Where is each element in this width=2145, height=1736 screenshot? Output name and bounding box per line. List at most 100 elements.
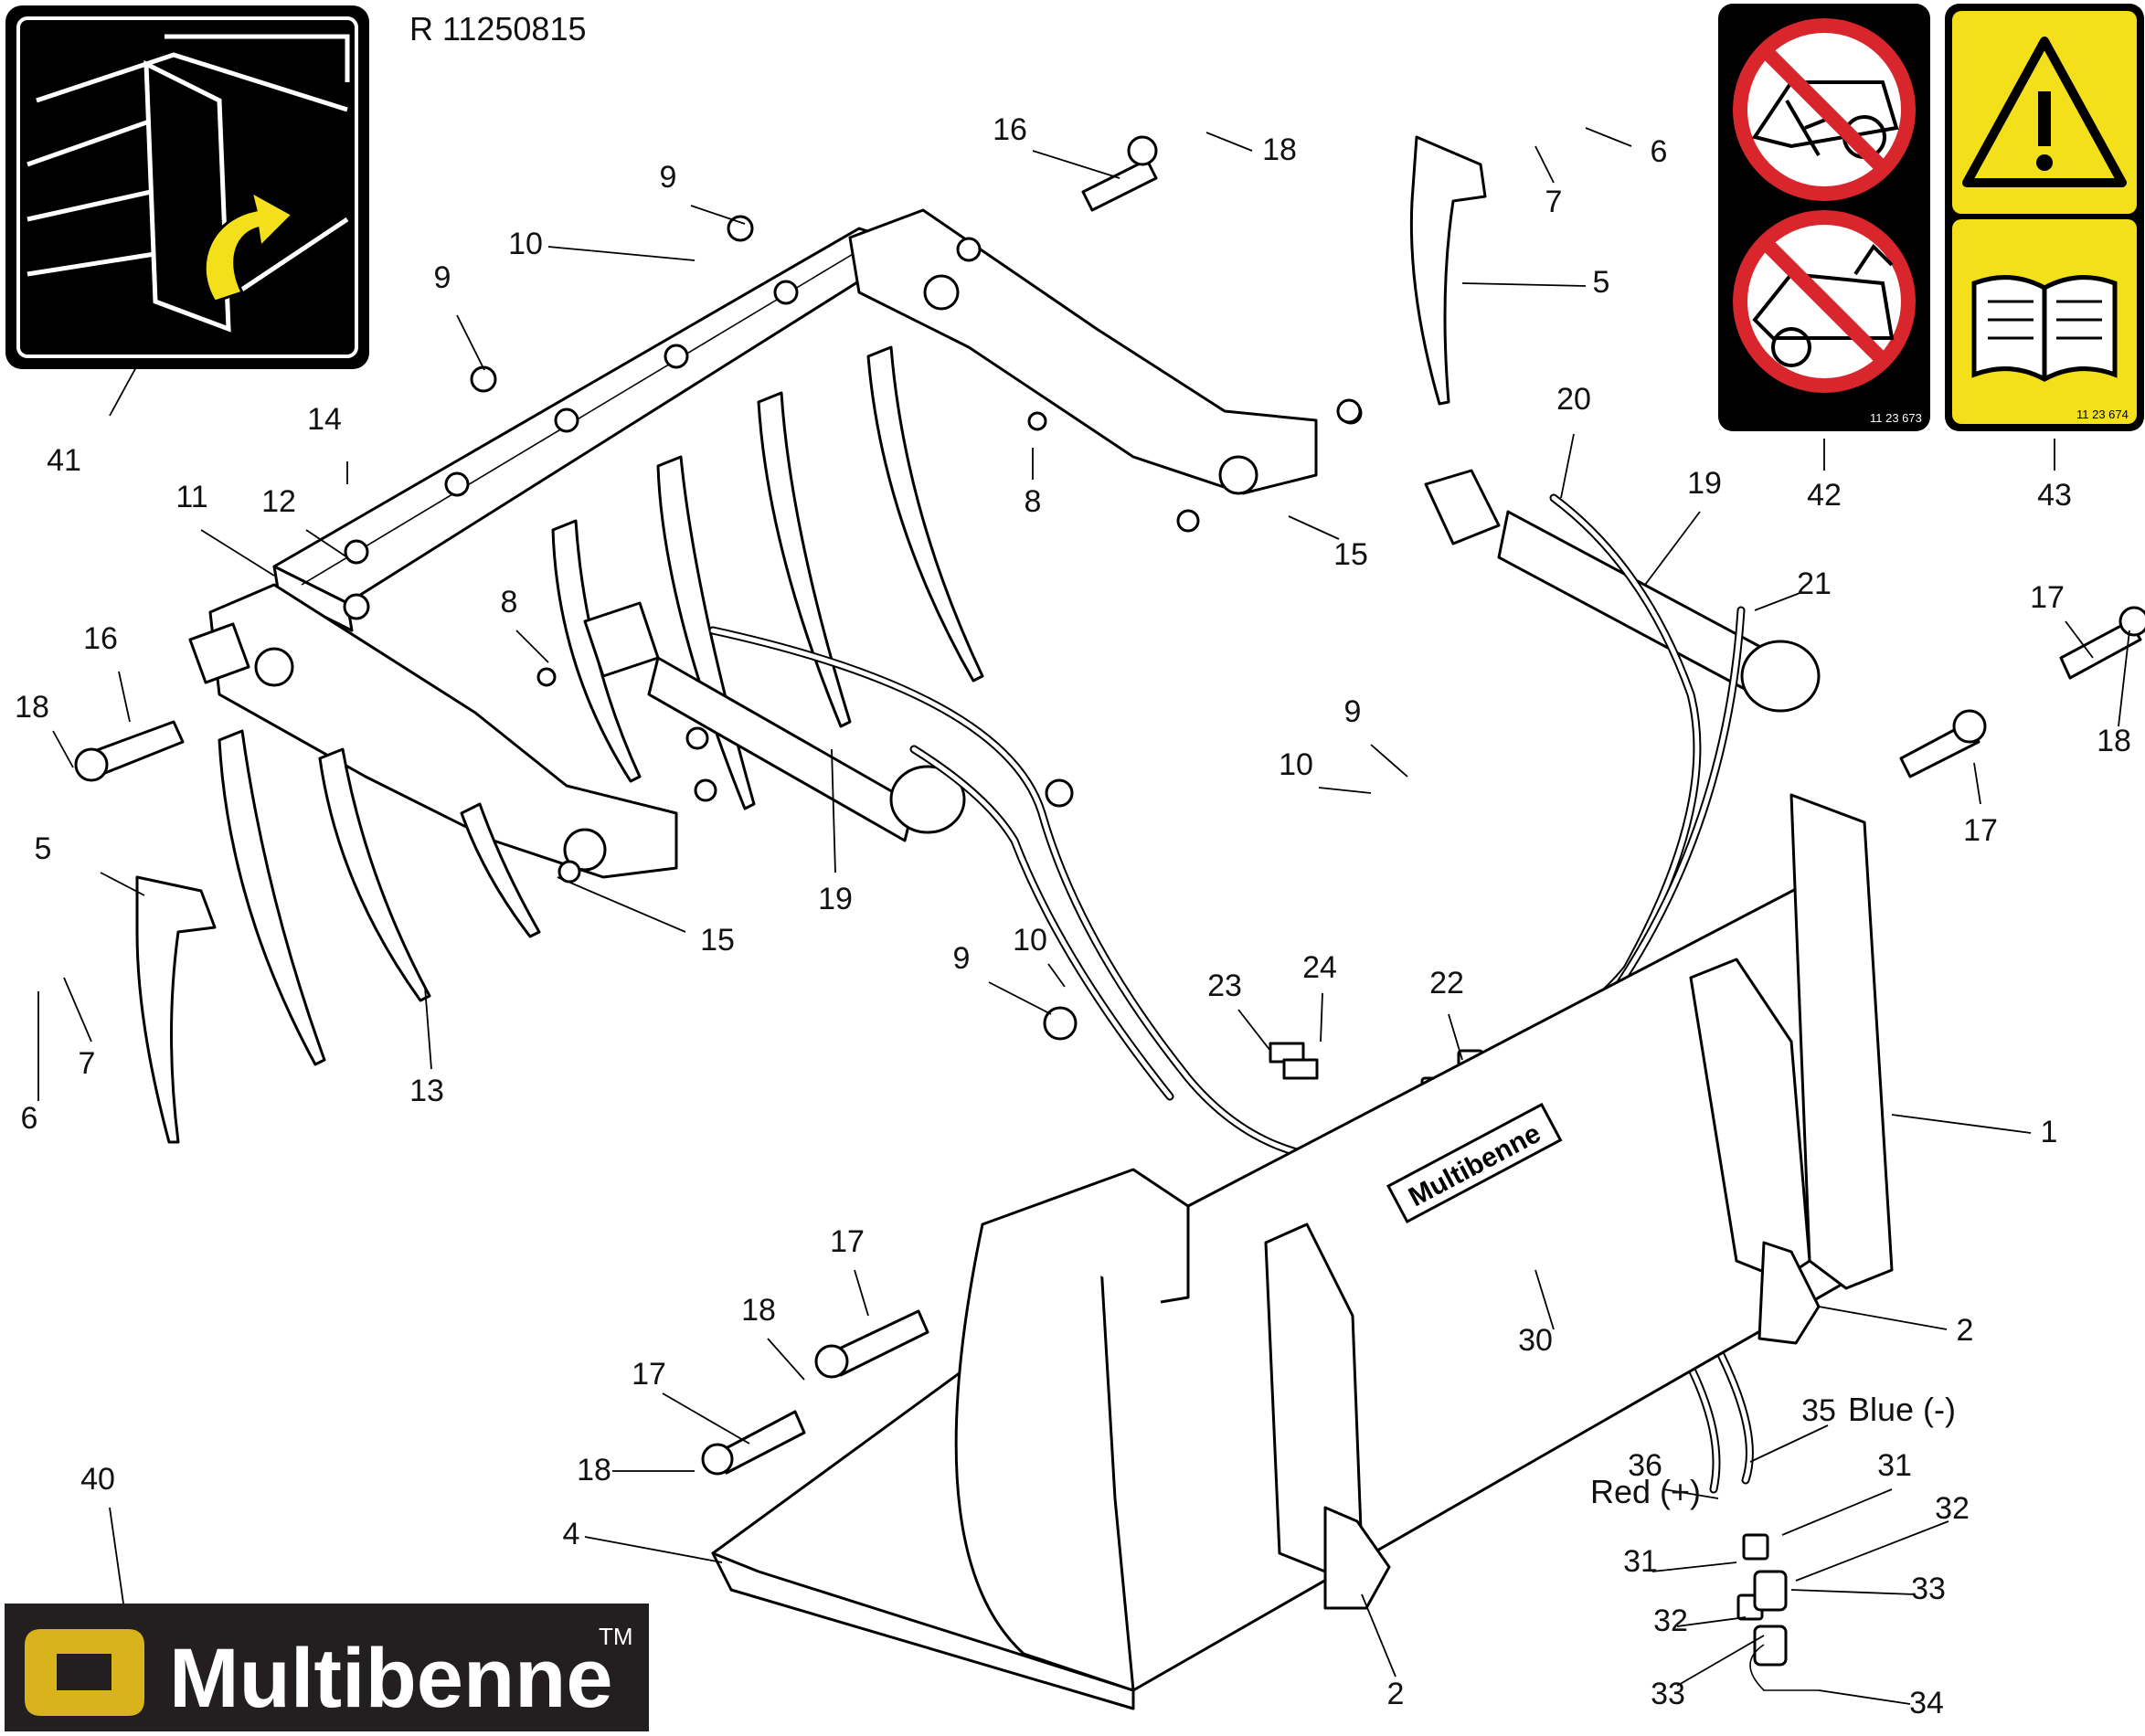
bucket: Multibenne: [711, 793, 1894, 1710]
callout-18a: 18: [1262, 132, 1297, 167]
callout-9a: 9: [660, 160, 677, 195]
callout-17d: 17: [632, 1357, 666, 1392]
frame-bolts: [344, 280, 799, 565]
callout-10c: 10: [1013, 923, 1047, 958]
callout-33a: 33: [1911, 1572, 1946, 1606]
callout-43: 43: [2037, 478, 2072, 513]
leader-line: [1818, 1689, 1911, 1705]
callout-17a: 17: [2030, 580, 2065, 615]
leader-line: [1754, 591, 1803, 611]
leader-line: [547, 246, 696, 261]
leader-line: [1973, 762, 1981, 805]
callout-42: 42: [1807, 478, 1842, 513]
bucket-side-right: [1789, 793, 1894, 1290]
part-reference: R 11250815: [409, 10, 587, 48]
frame-left-arm: [208, 583, 678, 879]
leader-line: [118, 671, 131, 723]
leader-line: [100, 872, 145, 896]
callout-30: 30: [1518, 1323, 1553, 1358]
leader-line: [1461, 282, 1587, 287]
callout-23: 23: [1207, 969, 1242, 1003]
callout-5b: 5: [1593, 265, 1610, 300]
callout-32b: 32: [1653, 1604, 1688, 1638]
callout-40: 40: [80, 1462, 115, 1497]
callout-19b: 19: [1687, 466, 1722, 501]
leader-line: [1662, 1488, 1719, 1499]
callout-14: 14: [307, 402, 342, 437]
hose-label-blue: Blue (-): [1848, 1391, 1956, 1428]
callout-21: 21: [1797, 566, 1832, 601]
callout-5a: 5: [35, 831, 52, 866]
leader-line: [584, 1536, 723, 1563]
leader-line: [52, 730, 74, 768]
tine-tip-left: [1323, 1506, 1391, 1610]
callout-22: 22: [1429, 966, 1464, 1000]
callout-9c: 9: [1344, 694, 1362, 729]
callout-4: 4: [563, 1517, 580, 1551]
manual-book-icon: [1971, 275, 2118, 382]
callout-35: 35: [1801, 1393, 1836, 1428]
callout-10b: 10: [1279, 747, 1313, 782]
callout-16b: 16: [83, 621, 118, 656]
callout-33b: 33: [1651, 1677, 1685, 1711]
callout-32a: 32: [1935, 1491, 1970, 1526]
callout-1: 1: [2041, 1115, 2058, 1149]
leader-line: [2065, 620, 2094, 659]
callout-20: 20: [1556, 382, 1591, 417]
leader-line: [988, 981, 1052, 1015]
leader-line: [2118, 630, 2130, 727]
hydraulic-cylinders: [583, 469, 1821, 842]
callout-9d: 9: [953, 941, 971, 976]
leader-line: [1534, 1269, 1555, 1330]
leader-line: [662, 1392, 750, 1445]
leader-line: [1795, 1520, 1949, 1582]
leader-line: [1205, 132, 1253, 152]
rotate-arrow-icon: [203, 189, 295, 303]
leader-line: [1676, 1635, 1765, 1687]
leader-line: [424, 986, 432, 1070]
callout-17b: 17: [1963, 813, 1998, 848]
decal-43-code: 11 23 674: [2076, 408, 2129, 421]
frame-right-arm: [848, 208, 1318, 495]
callout-15a: 15: [700, 923, 735, 958]
frame-top-tube: [272, 227, 916, 605]
leader-line: [109, 365, 138, 417]
leader-line: [63, 977, 92, 1043]
leader-line: [831, 748, 836, 873]
callout-6a: 6: [21, 1101, 38, 1136]
callout-13: 13: [409, 1074, 444, 1108]
callout-11: 11: [175, 480, 207, 514]
callout-15b: 15: [1333, 537, 1368, 572]
callout-8b: 8: [1025, 484, 1042, 519]
callout-18b: 18: [15, 690, 49, 725]
callout-19a: 19: [818, 882, 853, 916]
leader-line: [515, 630, 549, 663]
callout-8a: 8: [501, 585, 518, 619]
tine-bracket-left: [135, 875, 217, 1144]
leader-line: [1818, 1306, 1948, 1330]
leader-line: [1237, 1009, 1271, 1052]
callout-34: 34: [1909, 1686, 1944, 1720]
callout-18e: 18: [577, 1453, 611, 1487]
callout-31b: 31: [1623, 1544, 1658, 1579]
leader-line: [1560, 433, 1575, 499]
callout-10a: 10: [508, 227, 543, 261]
leader-line: [1891, 1114, 2032, 1134]
leader-line: [1534, 145, 1555, 184]
leader-line: [1448, 1013, 1463, 1061]
callout-2a: 2: [1957, 1313, 1974, 1348]
leader-line: [1288, 515, 1340, 540]
leader-line: [1749, 1424, 1829, 1463]
callout-31a: 31: [1877, 1448, 1912, 1483]
callout-18d: 18: [741, 1293, 776, 1328]
leader-line: [1370, 744, 1408, 778]
tine-bracket-right: [1409, 135, 1487, 406]
leader-line: [1644, 511, 1701, 586]
multibenne-logo: Multibenne TM: [5, 1604, 649, 1731]
hose-label-red: Red (+): [1590, 1473, 1701, 1510]
leader-line: [1047, 963, 1066, 988]
callout-6b: 6: [1651, 134, 1668, 169]
callout-36: 36: [1628, 1448, 1662, 1483]
